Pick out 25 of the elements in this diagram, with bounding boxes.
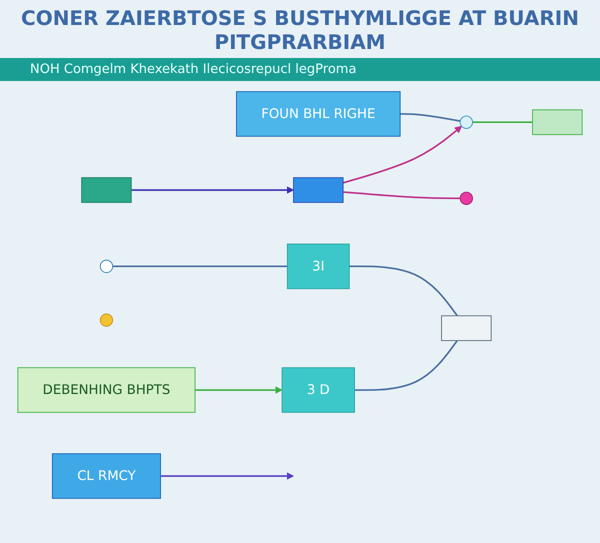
- node-bar: [81, 177, 132, 203]
- node-box: FOUN BHL RIGHE: [236, 91, 401, 137]
- connector: [472, 121, 533, 124]
- diagram-title: CONER ZAIERBTOSE S BUSTHYMLIGGE AT BUARIN PITGPRARBIAM: [20, 6, 580, 54]
- node-box: 3 D: [282, 367, 355, 413]
- arrow: [160, 472, 294, 480]
- connector: [400, 113, 460, 122]
- node-bar: [532, 109, 583, 136]
- subtitle-banner: NOH Comgelm Khexekath Ilecicosrepucl legProma: [0, 58, 600, 81]
- connector: [343, 191, 460, 200]
- node-circle: [100, 314, 114, 327]
- connector: [112, 266, 288, 268]
- node-box: 3I: [286, 244, 350, 290]
- connector: [349, 266, 458, 316]
- node-bar: [293, 177, 344, 203]
- arrow: [195, 386, 282, 394]
- node-circle: [460, 192, 473, 205]
- node-box: CL RMCY: [52, 453, 161, 499]
- node-box: DEBENHING BHPTS: [17, 367, 196, 413]
- node-circle: [460, 116, 473, 129]
- node-circle: [100, 260, 114, 273]
- arrow: [342, 126, 462, 184]
- connector: [354, 340, 458, 391]
- arrow: [131, 186, 294, 194]
- node-box: [441, 315, 492, 342]
